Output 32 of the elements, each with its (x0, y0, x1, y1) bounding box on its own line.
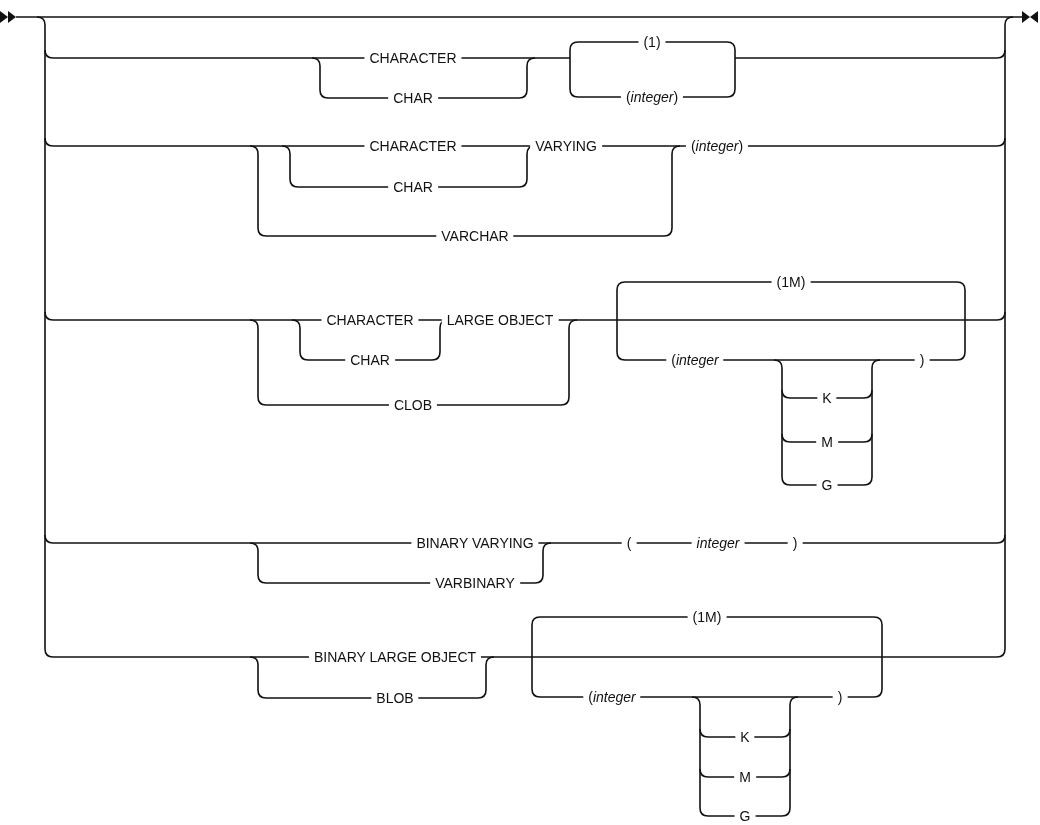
syntax-token: CHAR (345, 352, 395, 368)
syntax-token: VARYING (530, 138, 602, 154)
syntax-token: M (734, 769, 756, 785)
syntax-token: ) (914, 352, 930, 368)
syntax-token: M (816, 434, 838, 450)
syntax-token: ) (787, 535, 803, 551)
syntax-token: (integer) (685, 138, 749, 154)
syntax-token: CHARACTER (321, 312, 419, 328)
syntax-token: (1M) (687, 609, 727, 625)
syntax-token: BINARY VARYING (411, 535, 539, 551)
syntax-token: K (817, 390, 837, 406)
syntax-token: CHARACTER (364, 138, 462, 154)
syntax-token: CHAR (388, 90, 438, 106)
syntax-token: (1M) (771, 274, 811, 290)
syntax-token: CHAR (388, 179, 438, 195)
syntax-token: ( (621, 535, 637, 551)
syntax-token: (integer) (620, 89, 684, 105)
syntax-token: (1) (638, 34, 666, 50)
syntax-token: BINARY LARGE OBJECT (308, 649, 482, 665)
syntax-token: K (735, 729, 755, 745)
syntax-token: (integer (583, 689, 641, 705)
syntax-token: CLOB (388, 397, 438, 413)
syntax-token: CHARACTER (364, 50, 462, 66)
syntax-token: G (816, 477, 838, 493)
syntax-token: ) (832, 689, 848, 705)
syntax-token: G (734, 808, 756, 824)
syntax-token: VARBINARY (430, 575, 520, 591)
syntax-token: (integer (666, 352, 724, 368)
syntax-token: BLOB (371, 690, 419, 706)
syntax-token: VARCHAR (436, 228, 514, 244)
syntax-token: LARGE OBJECT (441, 312, 559, 328)
syntax-token: integer (691, 535, 745, 551)
